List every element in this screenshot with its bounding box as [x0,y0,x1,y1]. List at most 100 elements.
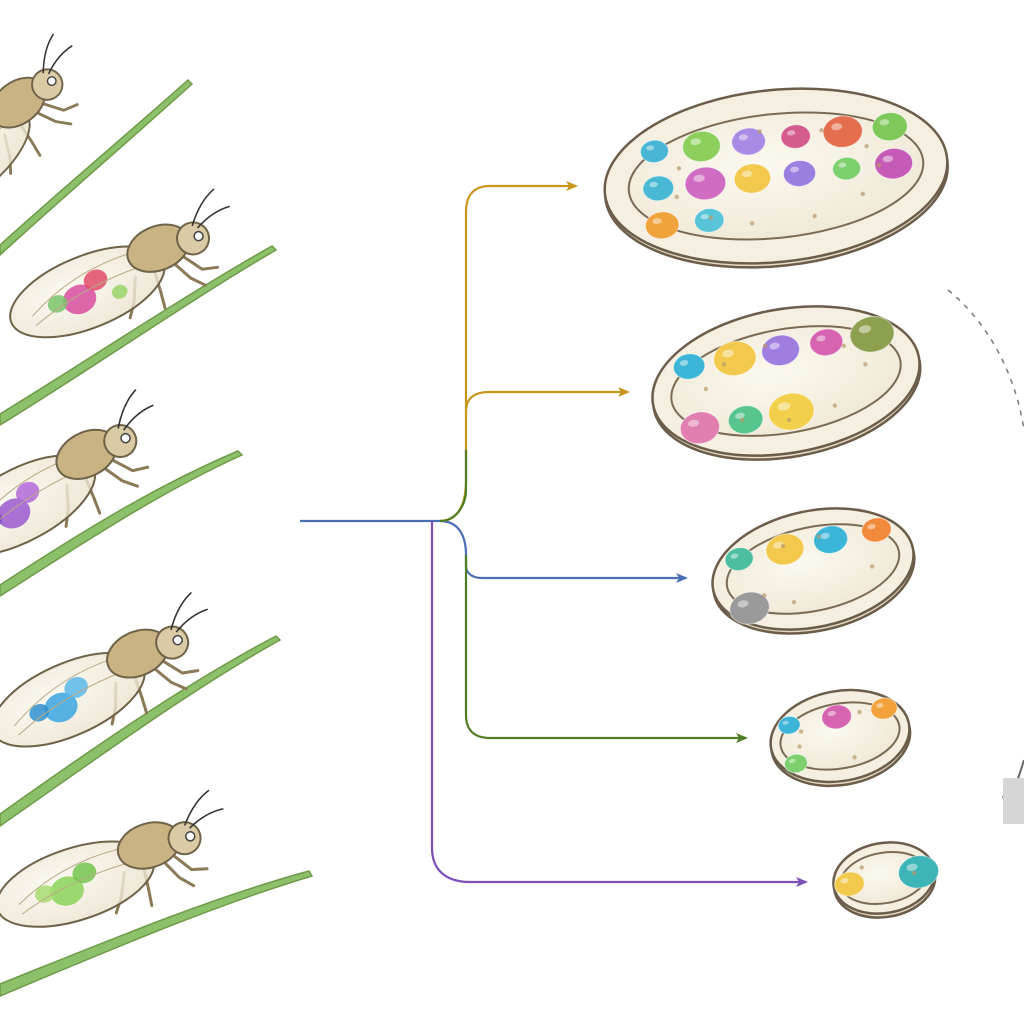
colony-highlight [693,174,705,182]
grass-blade [0,78,194,257]
grass-blade [0,635,282,827]
medium-speck [819,128,824,133]
colony-highlight [876,703,884,708]
arrow-branch-4 [439,450,746,738]
colony-highlight [777,402,791,411]
insect-leg [150,665,188,691]
medium-speck [757,129,762,134]
microbe-spot [62,284,97,315]
microbe-colony [761,334,800,367]
branching-arrows [300,181,808,887]
culture-dishes [603,87,949,919]
medium-speck [739,417,745,423]
microbe-colony [727,405,764,435]
colony-highlight [858,325,872,334]
medium-speck [869,564,875,569]
microbe-spot [35,885,55,903]
grass-blade [0,450,244,597]
insect-head [31,68,64,101]
culture-dish [651,305,922,461]
colony-highlight [688,419,700,427]
microbe-colony [684,166,727,201]
insect-eye [46,76,57,87]
insect-head [155,625,190,660]
insect-leg [170,260,207,287]
microbe-colony [731,127,766,156]
microbe-colony [777,715,801,735]
microbe-colony [639,139,669,164]
grass-blade [0,245,278,426]
medium-speck [863,362,868,367]
colony-highlight [737,600,749,608]
insect-eye [184,831,196,842]
microbe-colony [783,753,808,774]
microbe-colony [729,591,770,625]
microbe-spot [72,862,97,884]
microbe-spot [64,677,88,699]
microbe-spot [50,876,84,906]
insect-antenna [170,591,208,633]
colony-highlight [879,119,890,126]
colony-highlight [700,214,709,220]
insect-antenna [117,389,154,431]
microbe-colony [834,871,865,897]
colony-highlight [730,553,739,559]
microbe-colony [898,855,940,889]
insect-leg [160,858,196,888]
grass-blade [0,870,314,997]
colony-highlight [787,130,796,136]
colony-highlight [782,720,789,725]
colony-highlight [840,878,849,884]
insect-antenna [183,789,224,829]
medium-speck [857,709,862,715]
arrow-branch-3 [439,519,688,583]
medium-speck [852,755,857,760]
medium-speck [780,543,786,549]
medium-speck [860,191,866,197]
medium-speck [786,417,792,423]
insect-eye [120,432,131,444]
microbe-colony [642,175,675,202]
culture-dish [832,841,940,919]
medium-speck [703,386,709,392]
insect-head [167,821,202,856]
insect-eye [193,230,204,242]
microbe-colony [832,156,862,181]
microbe-colony [765,533,805,566]
medium-speck [721,362,727,367]
medium-speck [791,599,797,605]
microbe-colony [813,525,849,554]
medium-speck [841,343,847,349]
colony-highlight [722,349,734,358]
medium-speck [674,194,679,200]
microbe-spot [44,692,78,723]
insects [0,33,230,928]
microbe-spot [111,284,128,299]
insect [0,591,208,748]
insect [0,389,154,557]
microbe-spot [15,481,40,504]
microbe-colony [672,353,706,380]
insect-leg [38,101,79,112]
microbe-colony [861,517,892,543]
insect-eye [172,634,183,646]
colony-highlight [735,412,745,419]
colony-highlight [646,145,655,151]
microbe-colony [780,124,811,149]
colony-highlight [649,181,658,188]
microbe-colony [713,340,757,377]
microbe-colony [809,328,844,357]
insect [9,188,230,339]
medium-speck [676,166,682,171]
microbe-colony [849,315,895,353]
microbe-colony [822,115,863,148]
medium-speck [859,865,864,870]
medium-speck [798,729,804,734]
microbe-colony [682,130,721,163]
microbe-colony [870,697,898,720]
medium-speck [816,534,822,539]
insect-head [176,221,211,256]
microbe-colony [644,211,680,240]
colony-highlight [738,134,749,141]
